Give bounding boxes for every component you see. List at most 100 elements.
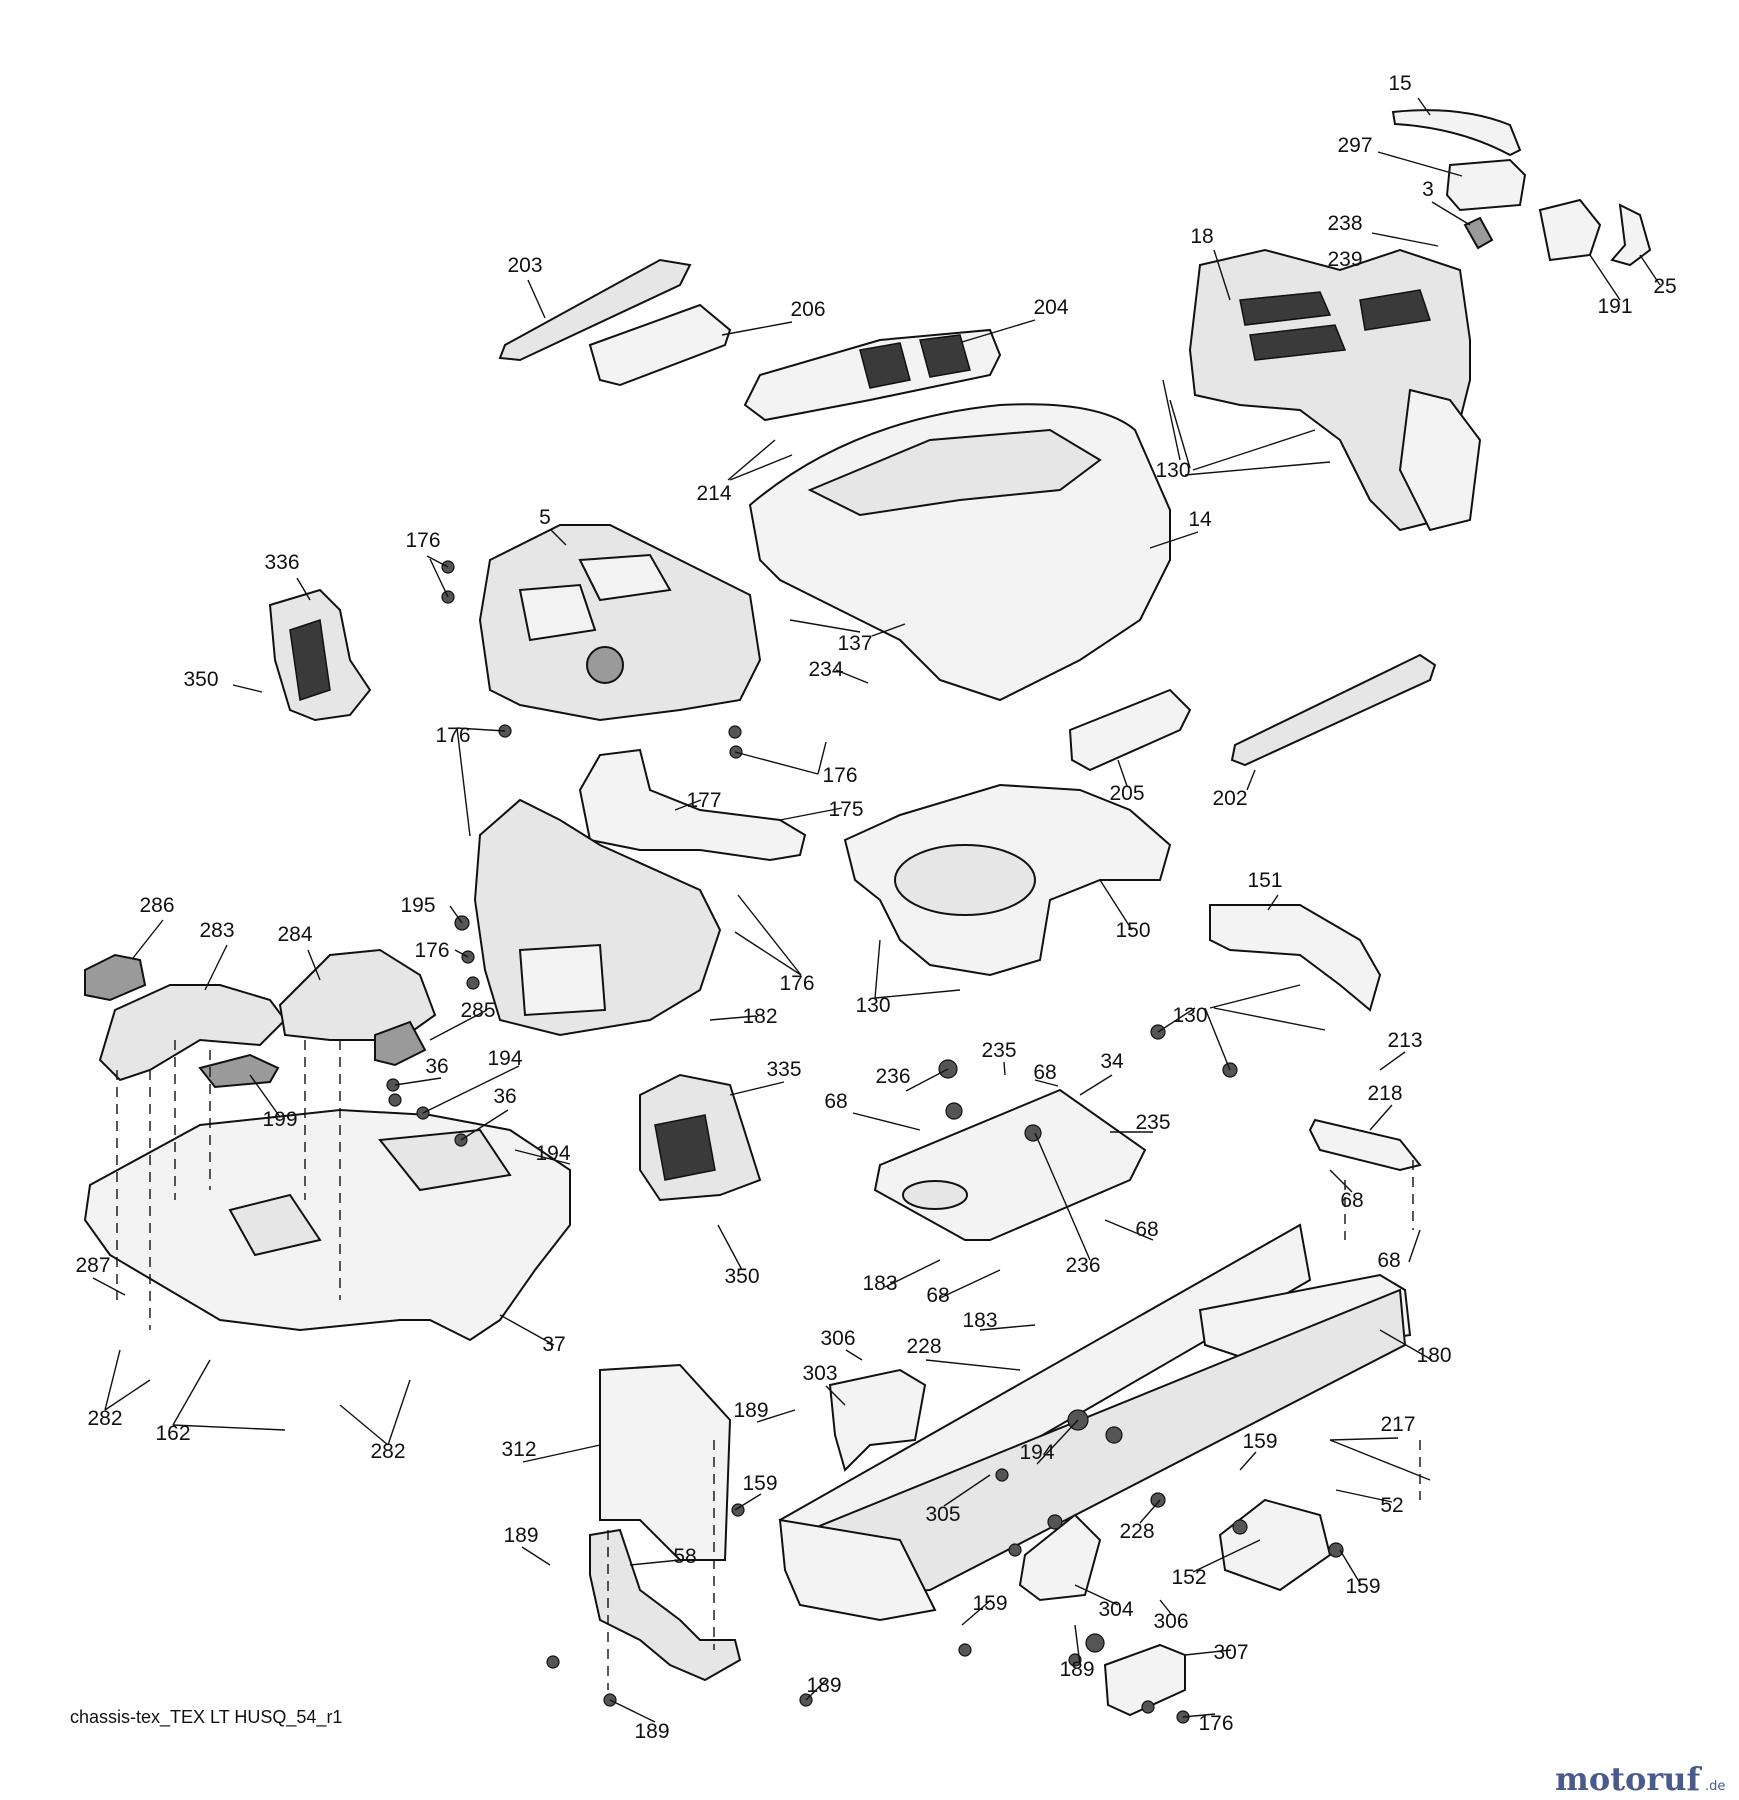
part-5-knob bbox=[586, 646, 624, 684]
brand-logo: motoruf bbox=[1555, 1760, 1702, 1798]
part-150-opening bbox=[894, 844, 1036, 916]
callout-label: 68 bbox=[824, 1090, 847, 1113]
callout-label: 235 bbox=[981, 1039, 1016, 1062]
callout-label: 183 bbox=[962, 1309, 997, 1332]
part-18-vents bbox=[1239, 289, 1431, 361]
part-312-shield bbox=[599, 1363, 732, 1561]
part-297-block bbox=[1445, 158, 1527, 212]
callout-label: 159 bbox=[972, 1592, 1007, 1615]
part-37-pad-left bbox=[228, 1193, 322, 1257]
callout-label: 335 bbox=[766, 1058, 801, 1081]
callout-label: 183 bbox=[862, 1272, 897, 1295]
callout-label: 189 bbox=[1059, 1658, 1094, 1681]
callout-label: 194 bbox=[487, 1047, 522, 1070]
callout-label: 304 bbox=[1098, 1598, 1133, 1621]
callout-label: 236 bbox=[1065, 1254, 1100, 1277]
callout-label: 205 bbox=[1109, 782, 1144, 805]
callout-label: 217 bbox=[1380, 1413, 1415, 1436]
part-191-block bbox=[1538, 198, 1602, 262]
callout-label: 214 bbox=[696, 482, 731, 505]
callout-label: 285 bbox=[460, 999, 495, 1022]
callout-label: 175 bbox=[828, 798, 863, 821]
callout-label: 68 bbox=[1377, 1249, 1400, 1272]
part-303-bracket bbox=[828, 1368, 927, 1472]
part-14-hood-top bbox=[807, 428, 1102, 517]
callout-label: 180 bbox=[1416, 1344, 1451, 1367]
callout-label: 182 bbox=[742, 1005, 777, 1028]
callout-label: 15 bbox=[1388, 72, 1411, 95]
callout-label: 189 bbox=[634, 1720, 669, 1743]
callout-label: 189 bbox=[503, 1524, 538, 1547]
callout-label: 189 bbox=[733, 1399, 768, 1422]
part-151-bracket bbox=[1209, 904, 1382, 1012]
part-307-cover bbox=[1103, 1643, 1186, 1717]
part-175-bracket bbox=[578, 748, 807, 862]
callout-label: 68 bbox=[1033, 1061, 1056, 1084]
callout-label: 336 bbox=[264, 551, 299, 574]
callout-label: 137 bbox=[837, 632, 872, 655]
callout-label: 307 bbox=[1213, 1641, 1248, 1664]
part-203-strip bbox=[498, 258, 692, 362]
part-34-hole bbox=[902, 1180, 968, 1210]
callout-label: 286 bbox=[139, 894, 174, 917]
callout-label: 194 bbox=[1019, 1441, 1054, 1464]
part-286-clip bbox=[84, 953, 147, 1002]
callout-label: 150 bbox=[1115, 919, 1150, 942]
callout-label: 3 bbox=[1422, 178, 1434, 201]
callout-label: 235 bbox=[1135, 1111, 1170, 1134]
callout-label: 191 bbox=[1597, 295, 1632, 318]
part-152-plate bbox=[1218, 1498, 1332, 1592]
callout-label: 195 bbox=[400, 894, 435, 917]
assembly-lines bbox=[116, 1040, 1421, 1690]
part-202-strip bbox=[1230, 653, 1437, 767]
callout-label: 68 bbox=[926, 1284, 949, 1307]
callout-label: 238 bbox=[1327, 212, 1362, 235]
part-285-clip bbox=[374, 1020, 427, 1067]
part-58-bracket bbox=[589, 1528, 742, 1682]
callout-label: 36 bbox=[425, 1055, 448, 1078]
callout-label: 218 bbox=[1367, 1082, 1402, 1105]
part-206-bracket bbox=[588, 303, 732, 387]
callout-label: 68 bbox=[1340, 1189, 1363, 1212]
callout-label: 189 bbox=[806, 1674, 841, 1697]
callout-label: 287 bbox=[75, 1254, 110, 1277]
part-37-footboard bbox=[83, 1108, 571, 1342]
callout-label: 58 bbox=[673, 1545, 696, 1568]
callout-label: 228 bbox=[906, 1335, 941, 1358]
callout-label: 176 bbox=[405, 529, 440, 552]
callout-label: 52 bbox=[1380, 1494, 1403, 1517]
part-199-plate bbox=[198, 1053, 280, 1089]
callout-label: 130 bbox=[1155, 459, 1190, 482]
callout-label: 36 bbox=[493, 1085, 516, 1108]
callout-label: 306 bbox=[820, 1327, 855, 1350]
callout-label: 177 bbox=[686, 789, 721, 812]
callout-label: 204 bbox=[1033, 296, 1068, 319]
callout-label: 199 bbox=[262, 1108, 297, 1131]
part-25-clip bbox=[1610, 203, 1652, 267]
callout-label: 159 bbox=[1242, 1430, 1277, 1453]
callout-label: 228 bbox=[1119, 1520, 1154, 1543]
part-283-cover bbox=[98, 984, 287, 1082]
callout-label: 25 bbox=[1653, 275, 1676, 298]
callout-label: 176 bbox=[435, 724, 470, 747]
part-3-clip bbox=[1463, 216, 1494, 250]
callout-label: 130 bbox=[1172, 1004, 1207, 1027]
callout-label: 283 bbox=[199, 919, 234, 942]
part-37-pad-right bbox=[378, 1128, 512, 1192]
callout-label: 176 bbox=[779, 972, 814, 995]
callout-label: 37 bbox=[542, 1333, 565, 1356]
part-205-bracket bbox=[1068, 688, 1192, 772]
callout-label: 312 bbox=[501, 1438, 536, 1461]
callout-label: 18 bbox=[1190, 225, 1213, 248]
part-217-rod bbox=[1329, 1439, 1431, 1481]
callout-label: 305 bbox=[925, 1503, 960, 1526]
callout-label: 303 bbox=[802, 1362, 837, 1385]
callout-label: 206 bbox=[790, 298, 825, 321]
part-284-cover bbox=[278, 948, 437, 1041]
part-15-trim bbox=[1391, 109, 1522, 157]
part-5-dash bbox=[478, 524, 762, 722]
fasteners bbox=[386, 560, 1344, 1724]
part-335-grille bbox=[654, 1114, 716, 1181]
